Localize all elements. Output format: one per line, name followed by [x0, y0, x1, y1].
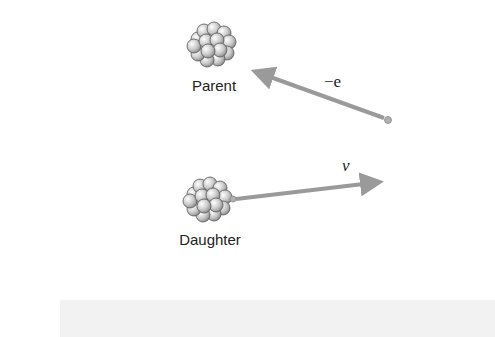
- nucleus-label: Parent: [169, 77, 259, 94]
- nucleus-node: Parent: [169, 16, 259, 94]
- neutrino-symbol: ν: [340, 156, 352, 176]
- parent-nucleus: [187, 22, 236, 67]
- nucleus-node: Daughter: [160, 172, 260, 248]
- neutrino-dot: [230, 196, 236, 202]
- daughter-nucleus: [183, 177, 232, 222]
- charge-label: −e: [322, 72, 343, 92]
- neutrino-arrow: [236, 183, 372, 199]
- page-tint: [60, 300, 495, 337]
- nucleus-label: Daughter: [160, 231, 260, 248]
- electron-dot: [385, 117, 392, 124]
